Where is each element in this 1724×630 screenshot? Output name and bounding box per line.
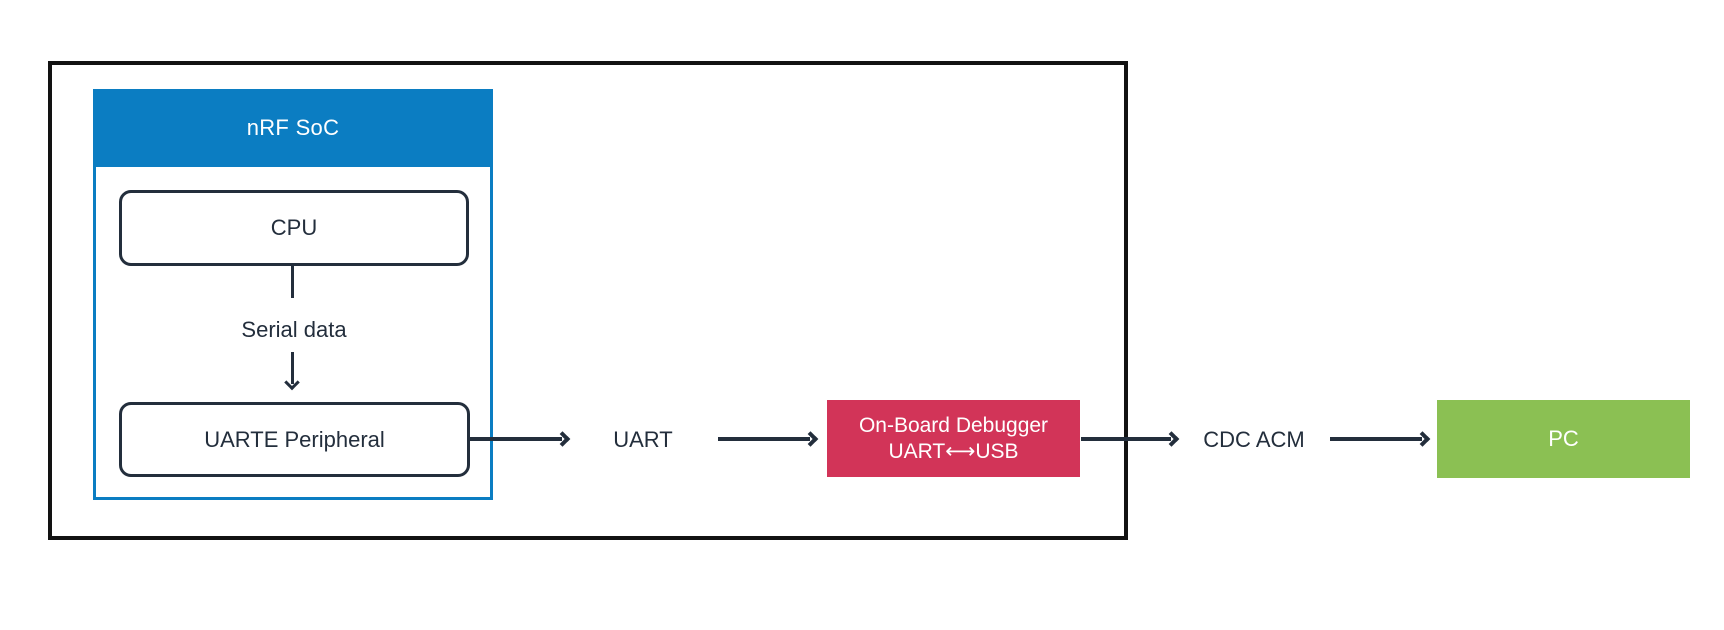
arrow-shaft [718, 437, 810, 441]
cpu-to-serial-connector-line [291, 266, 294, 298]
uarte-to-uart-arrow [470, 429, 571, 449]
arrow-right-icon [1414, 431, 1431, 447]
uarte-peripheral-label: UARTE Peripheral [204, 426, 385, 452]
cdc-to-pc-arrow [1330, 429, 1431, 449]
cdc-acm-label: CDC ACM [1203, 427, 1305, 452]
pc-box: PC [1437, 400, 1690, 478]
arrow-shaft [1081, 437, 1171, 441]
debugger-to-cdc-arrow [1081, 429, 1180, 449]
cpu-box: CPU [119, 190, 469, 266]
arrow-shaft [470, 437, 562, 441]
cpu-label: CPU [270, 215, 318, 240]
arrow-right-icon [554, 431, 571, 447]
serial-to-uarte-arrow [281, 352, 303, 391]
serial-data-label: Serial data [241, 317, 347, 342]
on-board-debugger-box: On-Board Debugger UART⟷USB [827, 400, 1080, 477]
debugger-title: On-Board Debugger [858, 413, 1049, 437]
arrow-shaft [291, 352, 294, 384]
debugger-subtitle: UART⟷USB [888, 439, 1019, 463]
uart-to-debugger-arrow [718, 429, 819, 449]
nrf-soc-title: nRF SoC [246, 115, 340, 140]
arrow-right-icon [802, 431, 819, 447]
pc-label: PC [1548, 426, 1579, 451]
arrow-shaft [1330, 437, 1422, 441]
dev-kit-boundary-box [48, 61, 1128, 540]
nrf-soc-header: nRF SoC [93, 89, 493, 167]
uarte-peripheral-box: UARTE Peripheral [119, 402, 470, 477]
arrow-right-icon [1163, 431, 1180, 447]
uart-label: UART [613, 427, 673, 452]
arrow-down-icon [284, 374, 300, 391]
